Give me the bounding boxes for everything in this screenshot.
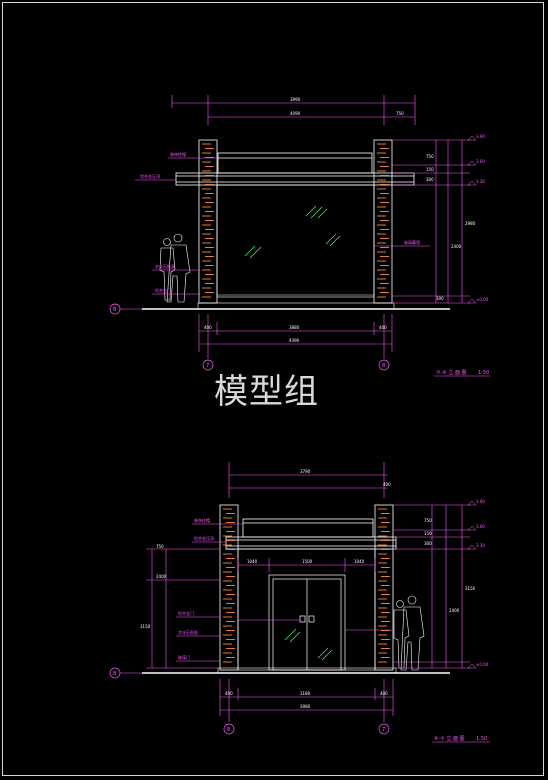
bottom-dimension-chain-2: [219, 679, 394, 722]
top-dimension-chain: [171, 95, 416, 125]
drawing-title-bottom: ⑧-⑦ 立 面 图 1:50: [432, 735, 490, 743]
leader-lines-2: [176, 523, 394, 662]
dim2-right-cap: 750: [424, 518, 432, 523]
dim2-inner-door: 1500: [302, 559, 313, 564]
dim2-bottom-pier-left: 400: [225, 691, 233, 696]
elevation-top: 3990 4090 750: [109, 95, 490, 377]
elev-ground: ±0.00: [476, 297, 489, 302]
label-glass: 玻璃幕墙: [404, 239, 420, 245]
dim2-inner-right: 1040: [354, 559, 365, 564]
dim2-bottom-overall: 3980: [300, 704, 311, 709]
dim-right-coping: 300: [426, 177, 434, 182]
dim2-right-total: 3150: [465, 586, 476, 591]
left-dimension-chain-2: [146, 548, 220, 669]
human-figures: [159, 233, 191, 303]
column-axis-end-2: 7: [378, 723, 390, 735]
dim2-left-total: 3150: [140, 624, 151, 629]
elev-top: 3.90: [476, 134, 485, 139]
column-axis-start: 7: [202, 359, 214, 371]
right-pier-2: [374, 504, 394, 671]
label2-cap: 装饰柱帽: [194, 517, 210, 523]
dim2-right-coping: 300: [424, 541, 432, 546]
dim-right-cap: 750: [426, 154, 434, 159]
dim2-top-span: 3790: [300, 469, 311, 474]
elevation-marks: 3.90 3.60 3.30 ±0.00: [467, 134, 489, 304]
row-axis-marker-2: B: [109, 667, 142, 679]
dim2-left-mid: 2400: [156, 574, 167, 579]
dim2-bottom-pier-right: 400: [380, 691, 388, 696]
row-axis-label-2: B: [113, 671, 117, 677]
row-axis-label: B: [113, 307, 117, 313]
dim-right-fascia: 150: [426, 167, 434, 172]
label2-stone: 文化石贴面: [178, 629, 198, 635]
watermark: 模型组: [214, 372, 319, 412]
glass-reflection-marks: [244, 205, 341, 259]
right-dimension-chain-2: [393, 504, 470, 669]
right-dimension-chain: [392, 139, 470, 304]
label2-coping: 铝合金压顶: [194, 535, 214, 541]
dim2-bottom-span: 3180: [300, 691, 311, 696]
glass-curtain-wall: [216, 184, 375, 298]
dim-right-wall: 2400: [451, 244, 462, 249]
column-axis-start-label: 7: [206, 363, 209, 369]
column-axis-start-2: 8: [223, 723, 235, 735]
elev-mid: 3.60: [476, 159, 485, 164]
column-axis-start-label-2: 8: [227, 727, 230, 733]
drawing-title-top: ⑦-⑧ 立 面 图 1:50: [434, 369, 490, 377]
label-door: 铝合金门: [155, 287, 171, 293]
dim2-left-top: 750: [156, 544, 164, 549]
dim2-right-wall: 2400: [449, 608, 460, 613]
dim-top-span: 4090: [290, 111, 301, 116]
column-axis-end-label-2: 7: [382, 727, 385, 733]
dim-right-base: 300: [436, 296, 444, 301]
label-cap: 装饰柱帽: [170, 151, 186, 157]
dim-bottom-span: 3880: [289, 325, 300, 330]
double-glass-door: [268, 574, 346, 671]
dim-bottom-pier-right: 400: [379, 325, 387, 330]
elev-low: 3.30: [476, 179, 485, 184]
row-axis-marker: B: [109, 303, 142, 315]
left-pier-2: [219, 504, 239, 671]
top-dimension-chain-2: [228, 462, 388, 498]
dim-top-overall: 3990: [290, 97, 301, 102]
dim-right-total: 2980: [465, 221, 476, 226]
scale-top: 1:50: [478, 370, 489, 376]
elevation-marks-2: 3.90 3.60 3.30 ±0.00: [467, 499, 489, 669]
label-stone: 文化石贴面: [155, 263, 175, 269]
leader-lines: [135, 157, 430, 295]
bottom-dimension-chain: [198, 314, 393, 358]
elevation-bottom: 3790 400: [109, 462, 490, 743]
scale-bottom: 1:50: [476, 736, 487, 742]
column-axis-end-label: 8: [382, 363, 385, 369]
masonry-pattern-2: [223, 508, 390, 663]
human-figures-2: [393, 595, 425, 671]
column-axis-end: 8: [378, 359, 390, 371]
label-coping: 铝合金压顶: [140, 173, 160, 179]
dim-bottom-pier-left: 400: [204, 325, 212, 330]
canopy-2: [225, 518, 397, 550]
elev2-top: 3.90: [476, 499, 485, 504]
masonry-pattern: [202, 143, 389, 298]
title-bottom: ⑧-⑦ 立 面 图: [434, 735, 465, 742]
label2-glassdoor: 玻璃门: [178, 654, 190, 660]
dim2-inner-left: 1040: [247, 559, 258, 564]
dim-top-overhang: 750: [396, 111, 404, 116]
elev2-low: 3.30: [476, 543, 485, 548]
plinth-2: [217, 667, 397, 674]
label2-door: 铝合金门: [178, 610, 194, 616]
inner-dimension-chain: [237, 558, 376, 572]
elev2-mid: 3.60: [476, 524, 485, 529]
dim2-right-fascia: 150: [424, 531, 432, 536]
plinth: [197, 302, 395, 310]
title-top: ⑦-⑧ 立 面 图: [436, 369, 467, 376]
elev2-ground: ±0.00: [476, 662, 489, 667]
dim-bottom-overall: 4390: [289, 338, 300, 343]
wall-panel: [237, 548, 376, 671]
dim2-top-overhang: 400: [383, 482, 391, 487]
door-glass-reflection: [284, 628, 333, 661]
